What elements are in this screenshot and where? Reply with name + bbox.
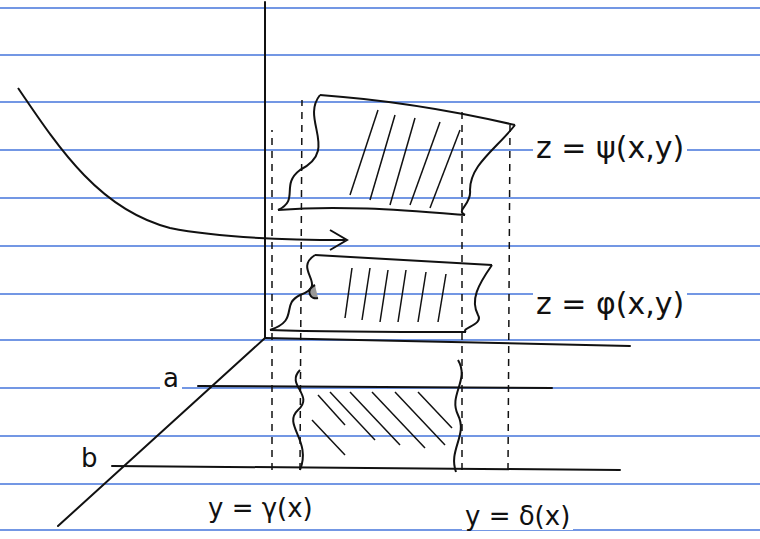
axes bbox=[58, 2, 630, 526]
math-label: y = δ(x) bbox=[462, 502, 573, 530]
math-label: a bbox=[160, 364, 182, 392]
math-label: y = γ(x) bbox=[205, 494, 316, 522]
base-region bbox=[293, 360, 462, 472]
pointer-arrow bbox=[18, 88, 347, 250]
math-label: b bbox=[78, 444, 101, 472]
math-label: z = φ(x,y) bbox=[533, 288, 687, 320]
lower-surface bbox=[270, 255, 492, 332]
notebook-lines bbox=[0, 8, 760, 530]
projection-lines bbox=[272, 100, 510, 470]
math-label: z = ψ(x,y) bbox=[533, 132, 687, 164]
upper-surface bbox=[278, 95, 515, 215]
